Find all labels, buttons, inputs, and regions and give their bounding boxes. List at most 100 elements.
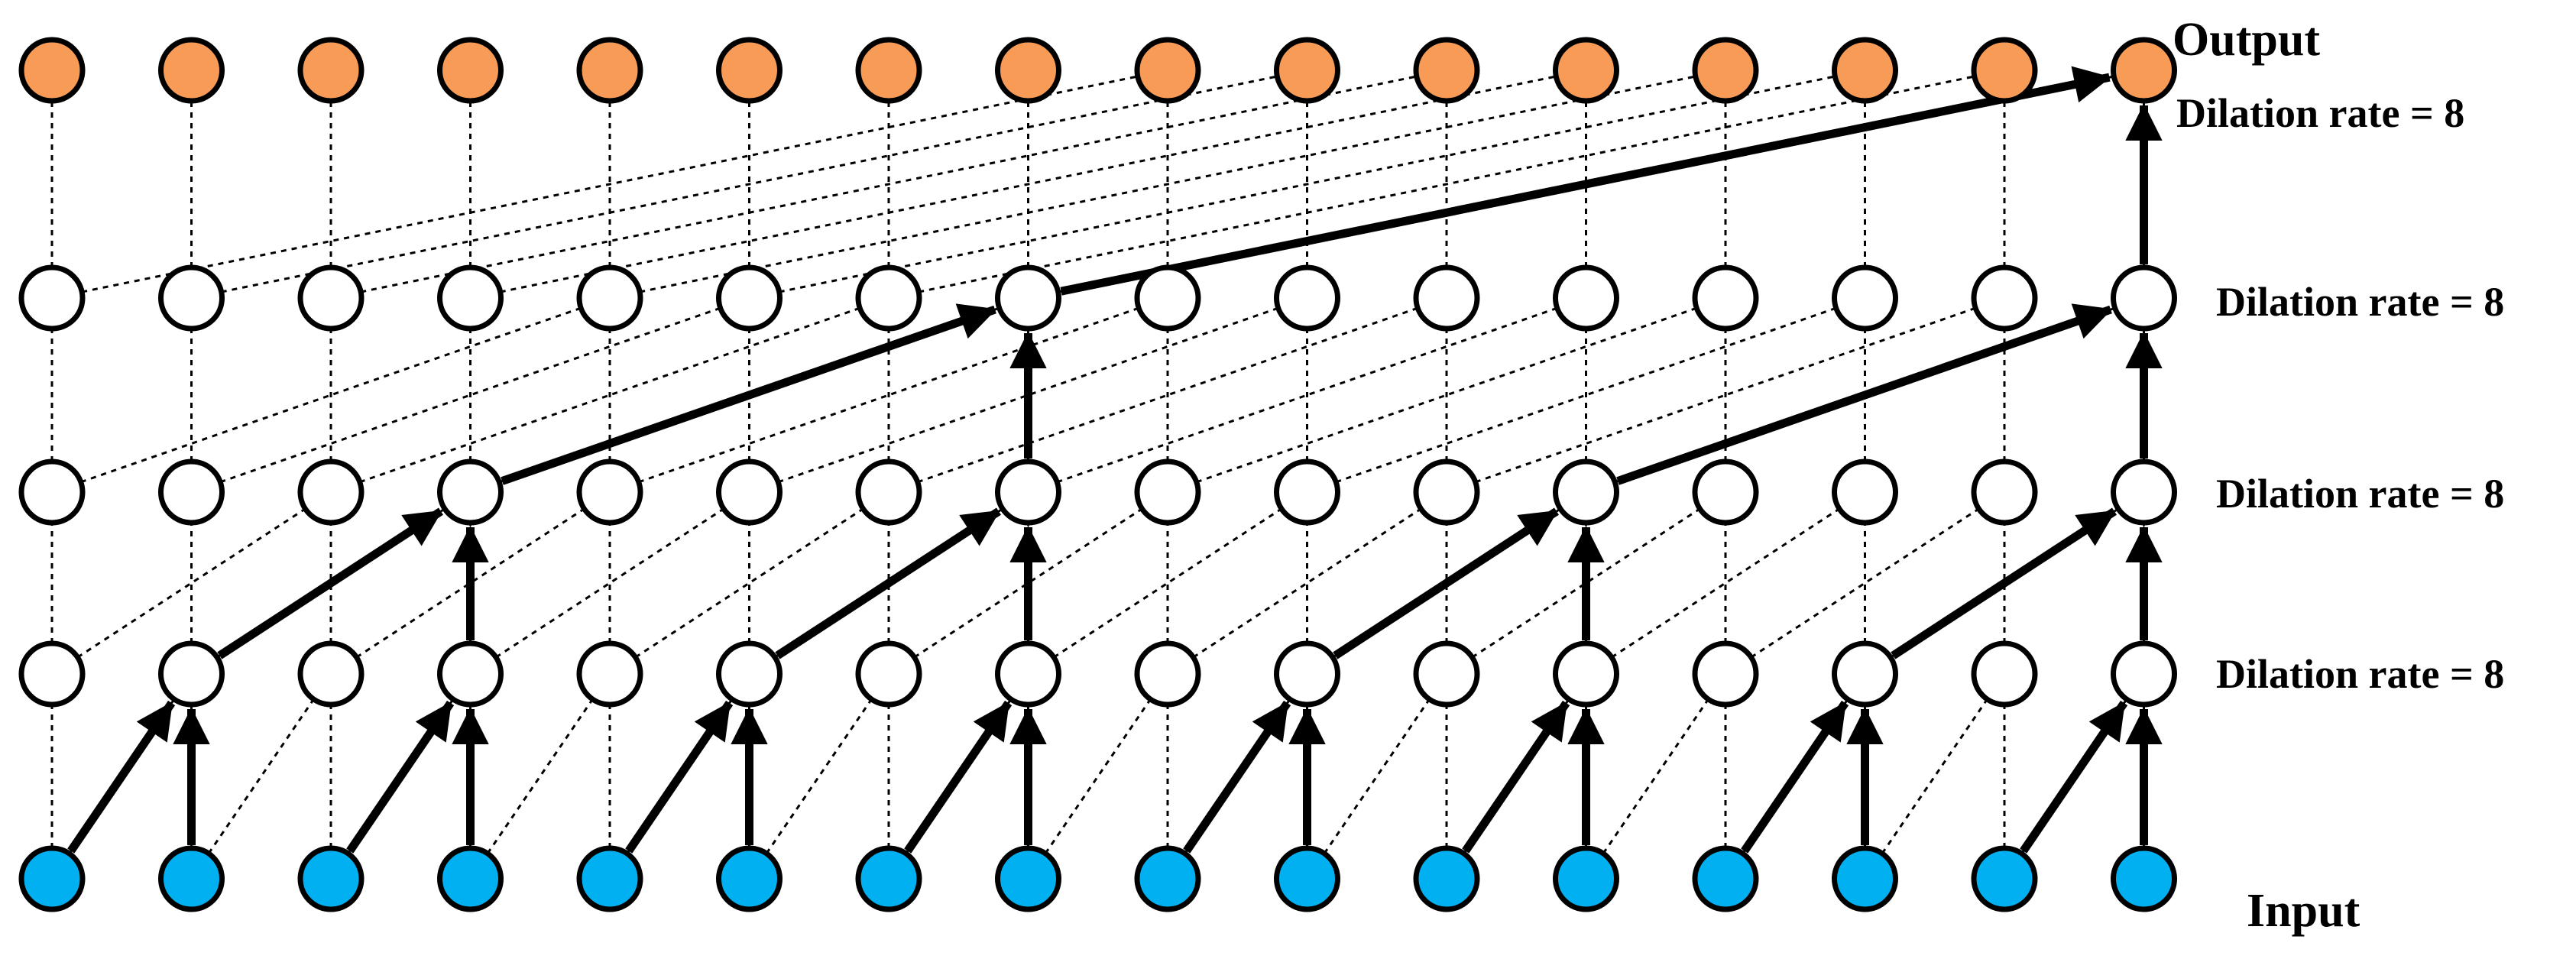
input-node bbox=[855, 845, 922, 912]
dotted-edge bbox=[918, 75, 1975, 293]
dotted-edge bbox=[1192, 507, 1422, 659]
solid-arrow bbox=[1183, 700, 1291, 854]
dotted-edge bbox=[1323, 698, 1431, 854]
output-node bbox=[855, 37, 922, 104]
input-node bbox=[297, 845, 365, 912]
dotted-edge bbox=[779, 75, 1836, 293]
hidden-node-layer-2 bbox=[1971, 458, 2038, 526]
hidden-node-layer-2 bbox=[1413, 458, 1480, 526]
output-node bbox=[2111, 37, 2177, 104]
hidden-node-layer-1 bbox=[18, 640, 86, 708]
dotted-edge bbox=[500, 75, 1557, 293]
hidden-node-layer-1 bbox=[995, 640, 1061, 708]
hidden-node-layer-1 bbox=[855, 640, 922, 708]
dotted-edge bbox=[81, 75, 1139, 293]
solid-arrow bbox=[775, 507, 1001, 659]
hidden-node-layer-2 bbox=[855, 458, 922, 526]
hidden-node-layer-3 bbox=[1832, 264, 1898, 332]
hidden-node-layer-3 bbox=[437, 264, 504, 332]
hidden-node-layer-2 bbox=[2111, 458, 2177, 526]
dotted-edge bbox=[80, 306, 582, 484]
hidden-node-layer-2 bbox=[1832, 458, 1898, 526]
dotted-edge bbox=[634, 507, 864, 659]
hidden-node-layer-1 bbox=[1832, 640, 1898, 708]
solid-arrow bbox=[2020, 700, 2128, 854]
output-node bbox=[716, 37, 783, 104]
output-node bbox=[1553, 37, 1619, 104]
input-node bbox=[18, 845, 86, 912]
output-node bbox=[437, 37, 504, 104]
hidden-node-layer-3 bbox=[2111, 264, 2177, 332]
hidden-node-layer-1 bbox=[716, 640, 783, 708]
solid-arrow bbox=[1333, 507, 1559, 659]
output-node bbox=[297, 37, 365, 104]
hidden-node-layer-3 bbox=[1413, 264, 1480, 332]
hidden-node-layer-2 bbox=[437, 458, 504, 526]
output-node bbox=[995, 37, 1061, 104]
dotted-edge bbox=[360, 75, 1418, 293]
input-node bbox=[1413, 845, 1480, 912]
dotted-edge bbox=[495, 507, 724, 659]
output-node bbox=[1971, 37, 2038, 104]
input-node bbox=[716, 845, 783, 912]
input-node bbox=[1692, 845, 1759, 912]
hidden-node-layer-1 bbox=[1971, 640, 2038, 708]
hidden-node-layer-2 bbox=[576, 458, 643, 526]
solid-arrow bbox=[1741, 700, 1849, 854]
hidden-node-layer-1 bbox=[1553, 640, 1619, 708]
output-node bbox=[158, 37, 225, 104]
dotted-edge bbox=[1750, 507, 1980, 659]
hidden-node-layer-3 bbox=[855, 264, 922, 332]
dotted-edge bbox=[1602, 698, 1709, 854]
hidden-node-layer-3 bbox=[716, 264, 783, 332]
input-label: Input bbox=[2247, 885, 2361, 937]
output-node bbox=[1413, 37, 1480, 104]
solid-arrow bbox=[625, 700, 734, 854]
hidden-node-layer-3 bbox=[18, 264, 86, 332]
hidden-node-layer-1 bbox=[297, 640, 365, 708]
output-node bbox=[576, 37, 643, 104]
dotted-edge bbox=[639, 75, 1696, 293]
input-node bbox=[1274, 845, 1340, 912]
solid-arrow bbox=[1462, 700, 1570, 854]
solid-arrow bbox=[217, 507, 443, 659]
dotted-connections bbox=[50, 75, 2145, 854]
receptive-path-arrows bbox=[67, 66, 2163, 854]
dotted-edge bbox=[917, 306, 1418, 484]
hidden-node-layer-2 bbox=[297, 458, 365, 526]
hidden-node-layer-2 bbox=[1134, 458, 1201, 526]
solid-arrow bbox=[904, 700, 1013, 854]
hidden-node-layer-2 bbox=[158, 458, 225, 526]
solid-arrow bbox=[1060, 66, 2111, 296]
dotted-edge bbox=[207, 698, 315, 854]
dotted-edge bbox=[638, 306, 1139, 484]
output-node bbox=[1832, 37, 1898, 104]
hidden-node-layer-3 bbox=[1274, 264, 1340, 332]
dotted-edge bbox=[1196, 306, 1697, 484]
input-node bbox=[2111, 845, 2177, 912]
dotted-edge bbox=[76, 507, 306, 659]
solid-arrow bbox=[1891, 507, 2117, 659]
hidden-node-layer-1 bbox=[2111, 640, 2177, 708]
hidden-node-layer-2 bbox=[18, 458, 86, 526]
input-node bbox=[576, 845, 643, 912]
dotted-edge bbox=[219, 306, 721, 484]
dilation-rate-label-hidden-layer-2: Dilation rate = 8 bbox=[2216, 471, 2504, 517]
input-node bbox=[1134, 845, 1201, 912]
input-node bbox=[1971, 845, 2038, 912]
hidden-node-layer-2 bbox=[995, 458, 1061, 526]
dotted-edge bbox=[486, 698, 594, 854]
dotted-edge bbox=[359, 306, 860, 484]
output-node bbox=[1274, 37, 1340, 104]
diagram-labels: Output Dilation rate = 8 Dilation rate =… bbox=[2173, 14, 2504, 937]
hidden-node-layer-2 bbox=[716, 458, 783, 526]
dotted-edge bbox=[1335, 306, 1837, 484]
hidden-node-layer-1 bbox=[576, 640, 643, 708]
dotted-edge bbox=[1053, 507, 1282, 659]
dotted-edge bbox=[765, 698, 873, 854]
hidden-node-layer-1 bbox=[437, 640, 504, 708]
input-node bbox=[995, 845, 1061, 912]
hidden-node-layer-3 bbox=[995, 264, 1061, 332]
dotted-edge bbox=[221, 75, 1278, 293]
hidden-node-layer-3 bbox=[1134, 264, 1201, 332]
